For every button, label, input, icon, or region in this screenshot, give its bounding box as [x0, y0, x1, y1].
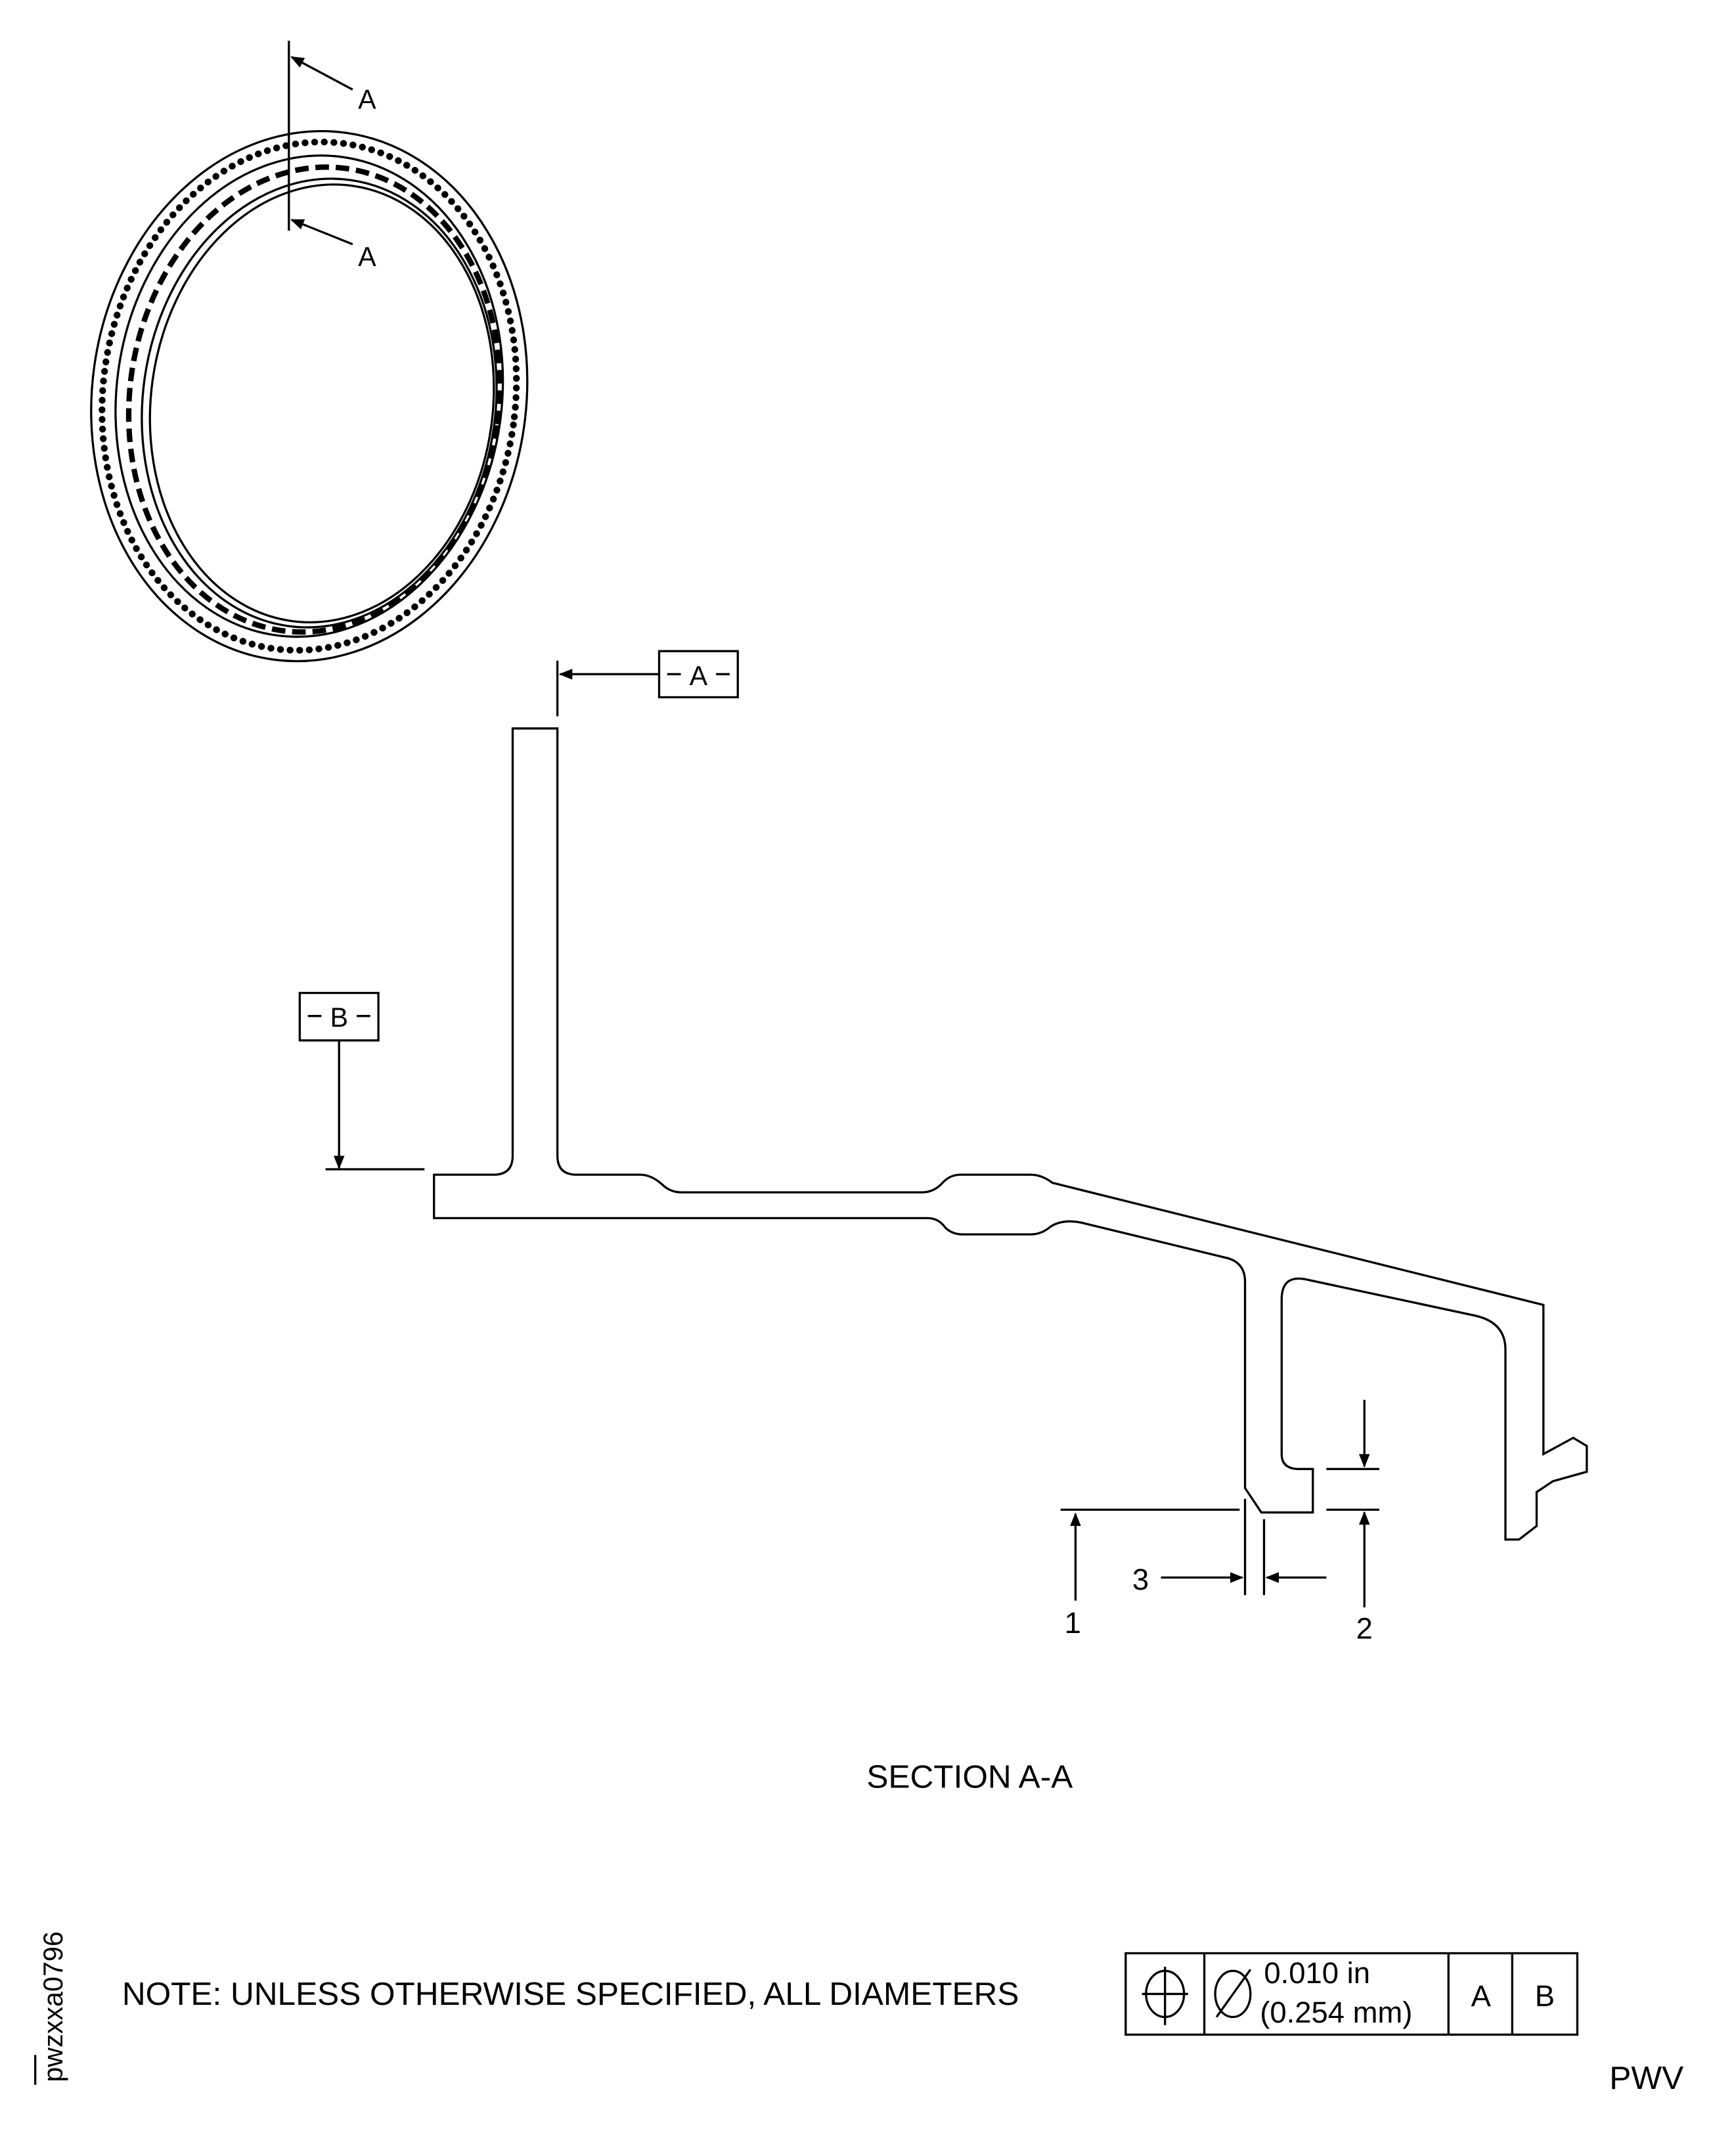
- ring-isometric-view: [90, 129, 529, 663]
- section-profile: [433, 727, 1588, 1541]
- callout-3: 3: [1132, 1563, 1149, 1596]
- fcf-datum-b: B: [1535, 1979, 1555, 2013]
- fcf-datum-a: A: [1471, 1979, 1492, 2013]
- section-cut-line: A A: [288, 41, 376, 272]
- datum-a-label: A: [690, 661, 708, 691]
- dimension-callouts: 1 3 2: [1060, 1400, 1379, 1645]
- figure-id: pwzxxa0796: [38, 1931, 68, 2082]
- tolerance-mm: (0.254 mm): [1260, 1996, 1412, 2029]
- datum-b-feature: B: [298, 991, 425, 1171]
- note-text: NOTE: UNLESS OTHERWISE SPECIFIED, ALL DI…: [122, 1975, 1019, 2012]
- footer-code: PWV: [1609, 2059, 1683, 2096]
- datum-b-label: B: [330, 1002, 348, 1033]
- section-title: SECTION A-A: [866, 1758, 1073, 1795]
- section-label-bottom: A: [358, 242, 376, 272]
- callout-2: 2: [1356, 1611, 1373, 1645]
- diameter-icon: [1214, 1969, 1252, 2019]
- tolerance-inch: 0.010 in: [1264, 1956, 1370, 1990]
- feature-control-frame: 0.010 in (0.254 mm) A B: [1124, 1952, 1579, 2036]
- datum-a-feature: A: [556, 650, 739, 717]
- position-icon: [1142, 1967, 1188, 2025]
- callout-1: 1: [1065, 1606, 1081, 1640]
- section-label-top: A: [358, 84, 376, 114]
